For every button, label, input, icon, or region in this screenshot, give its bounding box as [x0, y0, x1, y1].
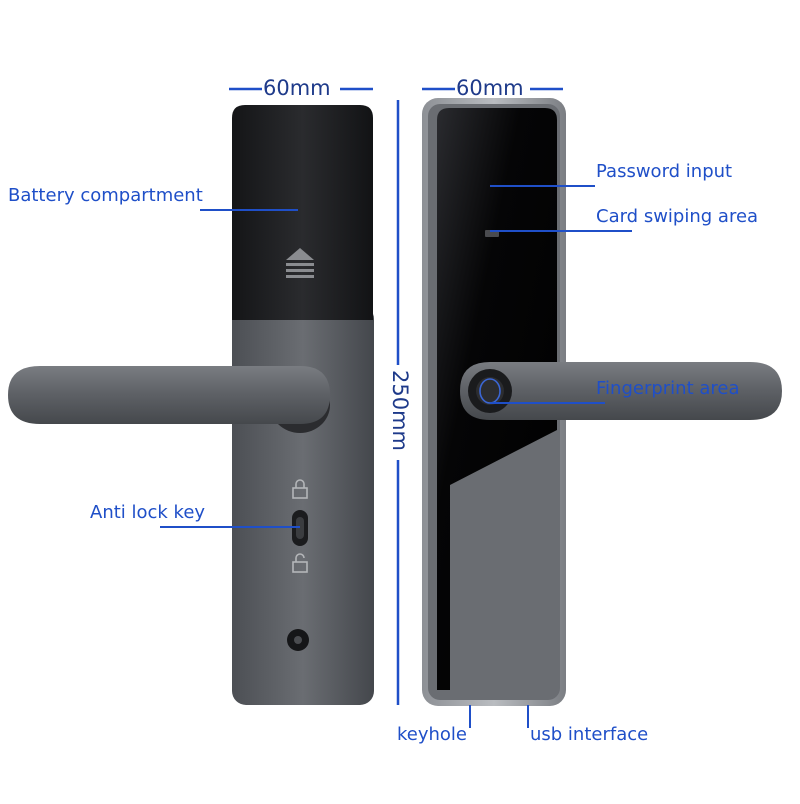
card-swiping-area-label: Card swiping area	[596, 206, 759, 227]
anti-lock-key-label: Anti lock key	[90, 502, 206, 523]
dimension-lines	[229, 87, 563, 705]
left-handle	[8, 366, 330, 424]
leader-lines	[160, 185, 632, 728]
left-width-label: 60mm	[263, 76, 331, 100]
fingerprint-area-label: Fingerprint area	[596, 378, 740, 399]
lock-icon	[292, 479, 308, 499]
right-width-label: 60mm	[456, 76, 524, 100]
keyhole-label: keyhole	[397, 724, 468, 745]
usb-interface-label: usb interface	[530, 724, 649, 745]
unlock-icon	[292, 553, 308, 573]
battery-arrow-icon	[286, 248, 314, 278]
right-handle	[460, 362, 782, 420]
battery-compartment-label: Battery compartment	[8, 185, 203, 206]
height-label: 250mm	[388, 370, 412, 451]
battery-cap	[232, 105, 373, 320]
password-input-label: Password input	[596, 161, 733, 182]
